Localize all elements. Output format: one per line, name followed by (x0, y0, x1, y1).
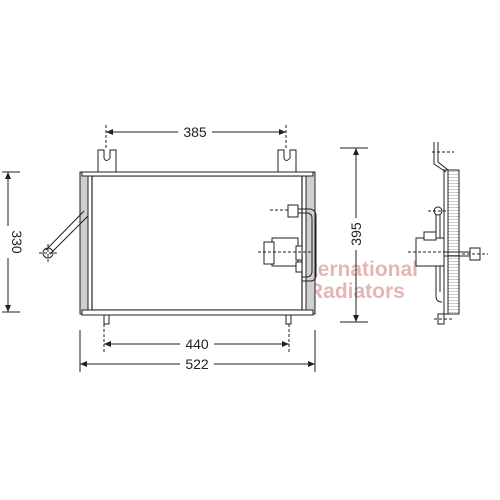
dim-right-height-label: 395 (348, 222, 364, 246)
dim-bottom-overall-label: 522 (185, 356, 209, 372)
dim-left-height-label: 330 (9, 230, 25, 254)
inlet-pipe (45, 210, 89, 255)
condenser-side-view (408, 142, 488, 325)
dim-bottom-inner-label: 440 (185, 336, 209, 352)
pipe-fitting (287, 204, 299, 218)
top-left-bracket (97, 149, 117, 172)
right-tank (305, 171, 316, 315)
condenser-front-view (39, 149, 317, 325)
inlet-fitting-icon (42, 247, 54, 259)
top-right-bracket (277, 149, 297, 172)
left-tank (79, 171, 89, 315)
outlet-pipe (298, 208, 317, 282)
dim-top-width-label: 385 (183, 124, 207, 140)
bottom-right-foot (285, 314, 292, 325)
bottom-left-foot (103, 314, 110, 325)
side-core (447, 169, 460, 315)
side-top-bracket (433, 142, 449, 173)
